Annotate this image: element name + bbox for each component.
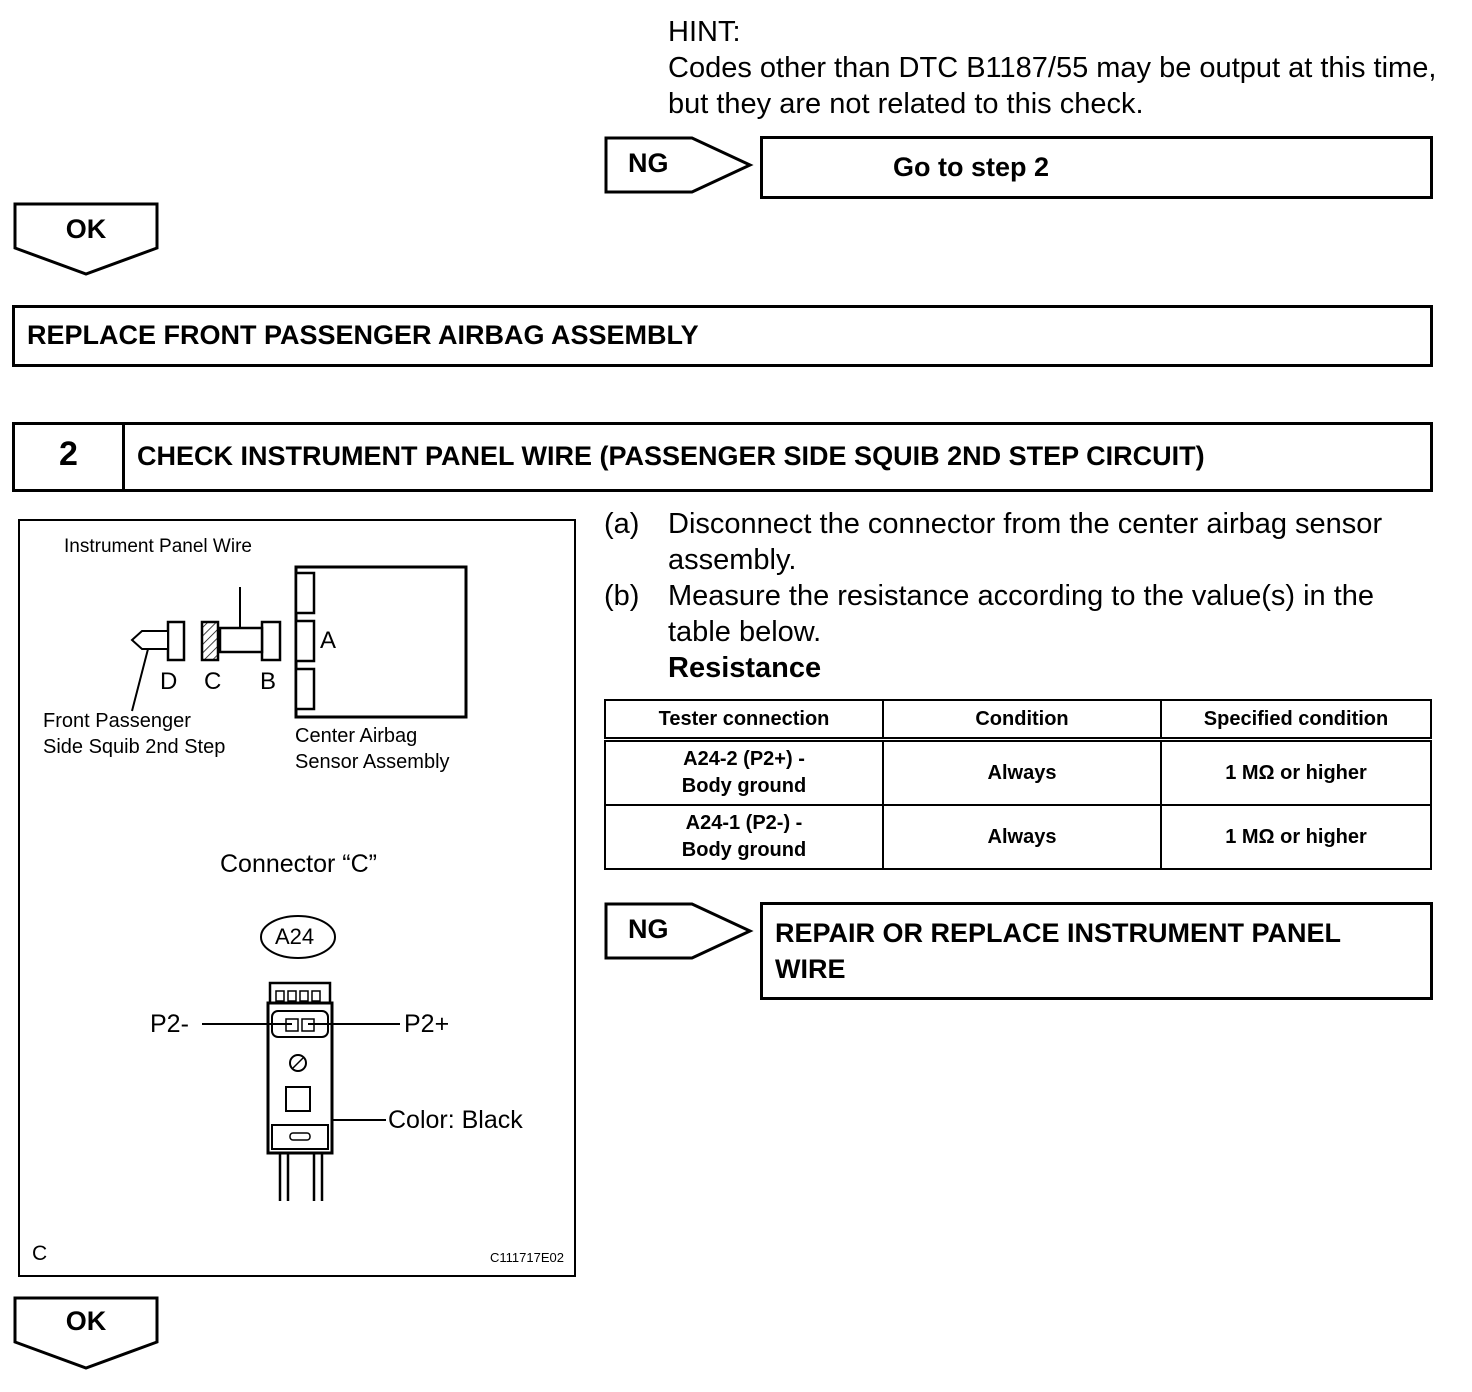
cell-connection: A24-1 (P2-) -Body ground: [604, 804, 884, 870]
instruction-list: (a) Disconnect the connector from the ce…: [604, 506, 1444, 686]
ok-label: OK: [65, 214, 107, 244]
instruction-label: (a): [604, 508, 640, 540]
center-airbag-label: Center Airbag Sensor Assembly: [295, 725, 450, 773]
instruction-item: (b) Measure the resistance according to …: [604, 578, 1444, 650]
cell-condition: Always: [882, 738, 1162, 806]
step2-divider: [122, 425, 125, 489]
ok-tag-2: OK: [13, 1296, 159, 1370]
go-to-step-box[interactable]: Go to step 2: [760, 136, 1433, 199]
connector-title: Connector “C”: [220, 850, 377, 878]
hint-label: HINT:: [668, 16, 741, 48]
instruction-item: (a) Disconnect the connector from the ce…: [604, 506, 1444, 578]
header-condition: Condition: [882, 699, 1162, 742]
header-specified-condition: Specified condition: [1160, 699, 1432, 742]
diagram-drawing: [130, 565, 468, 1201]
ng-tag-2: NG: [604, 902, 754, 960]
cell-spec: 1 MΩ or higher: [1160, 804, 1432, 870]
instruction-text: Measure the resistance according to the …: [668, 580, 1375, 648]
table-header-row: Tester connection Condition Specified co…: [604, 699, 1432, 742]
ng-arrow-icon: [604, 136, 754, 194]
instrument-panel-wire-label: Instrument Panel Wire: [64, 536, 252, 557]
connector-a-label: A: [320, 627, 337, 654]
step2-number: 2: [59, 435, 78, 473]
ok-arrow-icon: [13, 1296, 159, 1370]
front-passenger-label: Front Passenger Side Squib 2nd Step: [43, 710, 226, 758]
replace-box: REPLACE FRONT PASSENGER AIRBAG ASSEMBLY: [12, 305, 1433, 367]
ok-label: OK: [65, 1306, 107, 1336]
go-to-step-text: Go to step 2: [893, 152, 1050, 182]
pin-minus-label: P2-: [150, 1010, 189, 1038]
color-label: Color: Black: [388, 1106, 523, 1134]
repair-text: REPAIR OR REPLACE INSTRUMENT PANEL WIRE: [775, 918, 1342, 984]
cell-spec: 1 MΩ or higher: [1160, 738, 1432, 806]
repair-box[interactable]: REPAIR OR REPLACE INSTRUMENT PANEL WIRE: [760, 902, 1433, 1000]
corner-letter: C: [32, 1242, 48, 1265]
resistance-table: Tester connection Condition Specified co…: [604, 699, 1432, 870]
ng-label: NG: [628, 148, 669, 178]
replace-text: REPLACE FRONT PASSENGER AIRBAG ASSEMBLY: [27, 320, 699, 350]
connector-c-label: C: [204, 668, 222, 695]
step2-title: CHECK INSTRUMENT PANEL WIRE (PASSENGER S…: [137, 441, 1205, 471]
cell-connection: A24-2 (P2+) -Body ground: [604, 738, 884, 806]
table-row: A24-2 (P2+) -Body ground Always 1 MΩ or …: [604, 738, 1432, 806]
cell-condition: Always: [882, 804, 1162, 870]
header-tester-connection: Tester connection: [604, 699, 884, 742]
wiring-diagram: Instrument Panel Wire A D C B Front Pass…: [18, 519, 576, 1277]
ng-tag-1: NG: [604, 136, 754, 194]
hint-text: Codes other than DTC B1187/55 may be out…: [668, 52, 1437, 120]
pin-plus-label: P2+: [404, 1010, 450, 1038]
ok-arrow-icon: [13, 202, 159, 276]
instruction-text: Disconnect the connector from the center…: [668, 508, 1383, 576]
connector-b-label: B: [260, 668, 277, 695]
ng-label: NG: [628, 914, 669, 944]
instruction-label: (b): [604, 580, 640, 612]
hint-block: HINT: Codes other than DTC B1187/55 may …: [668, 14, 1448, 122]
ng-arrow-icon: [604, 902, 754, 960]
connector-id: A24: [275, 924, 315, 949]
resistance-heading: Resistance: [668, 652, 822, 684]
connector-d-label: D: [160, 668, 178, 695]
figure-code: C111717E02: [490, 1250, 564, 1265]
table-row: A24-1 (P2-) -Body ground Always 1 MΩ or …: [604, 804, 1432, 870]
step2-header: 2 CHECK INSTRUMENT PANEL WIRE (PASSENGER…: [12, 422, 1433, 492]
ok-tag-1: OK: [13, 202, 159, 276]
